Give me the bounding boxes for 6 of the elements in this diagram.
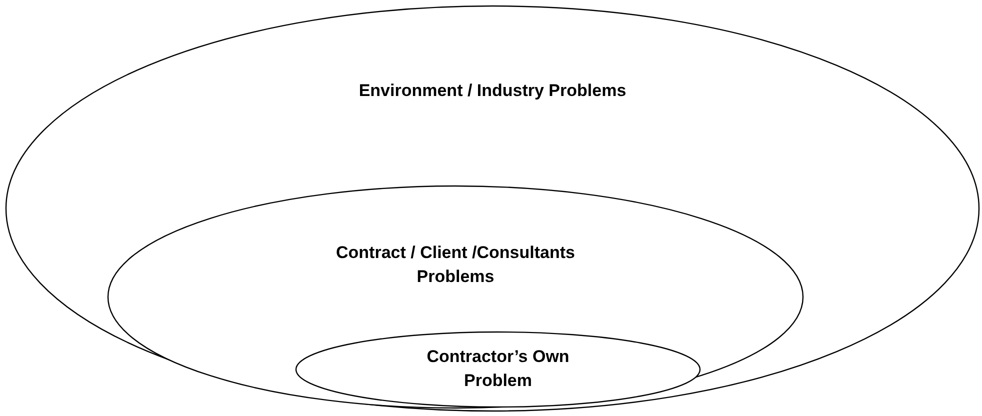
ellipse (107, 185, 804, 409)
ellipse (295, 331, 701, 408)
ellipse (5, 5, 980, 412)
ellipse-label: Contractor’s Own Problem (426, 346, 570, 392)
ellipse-label: Contract / Client /Consultants Problems (335, 242, 576, 288)
ellipse-label: Environment / Industry Problems (358, 80, 628, 102)
